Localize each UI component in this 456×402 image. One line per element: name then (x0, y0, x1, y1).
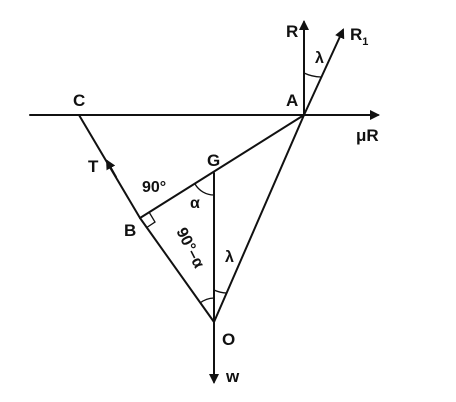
label-o: O (222, 330, 235, 349)
line-ao (213, 114, 305, 323)
lambda-top-arc (303, 72, 322, 78)
label-a: A (286, 91, 298, 110)
label-right-angle: 90° (142, 179, 166, 196)
label-complement-angle: 90°–α (172, 225, 207, 271)
label-b: B (124, 221, 136, 240)
label-weight-w: w (225, 367, 240, 386)
lambda-bottom-arc (213, 289, 228, 294)
label-g: G (207, 151, 220, 170)
complement-angle-arc (199, 297, 215, 304)
label-reaction-r: R (286, 22, 298, 41)
resultant-r1-arrow (303, 28, 345, 116)
tension-t-arrow (106, 159, 117, 178)
line-bo (139, 217, 215, 323)
label-resultant-r1: R1 (350, 25, 368, 48)
rod-ab (139, 114, 305, 219)
label-lambda-top: λ (315, 50, 324, 67)
label-c: C (73, 91, 85, 110)
label-alpha: α (190, 195, 200, 212)
alpha-angle-arc (194, 183, 215, 196)
label-tension-t: T (88, 157, 99, 176)
right-angle-marker (145, 211, 156, 229)
label-lambda-bottom: λ (225, 249, 234, 266)
label-friction-mur: μR (356, 126, 379, 145)
